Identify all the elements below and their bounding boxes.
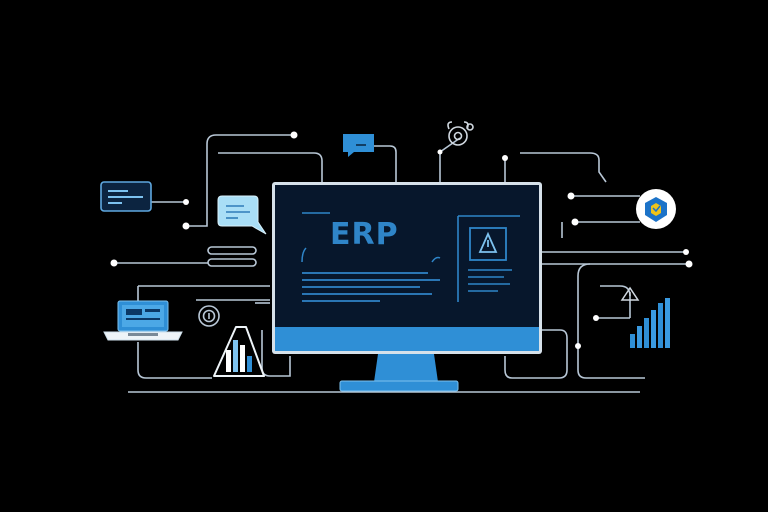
screen-text-lines xyxy=(302,272,440,302)
connector-dot xyxy=(182,222,190,230)
warning-triangle-icon xyxy=(478,231,498,253)
connector-dot xyxy=(567,192,575,200)
connector-dot xyxy=(502,155,508,161)
coin-icon xyxy=(198,305,220,327)
erp-heading: ERP xyxy=(330,217,399,252)
gear-icon xyxy=(447,121,474,146)
shield-icon xyxy=(636,189,676,229)
connector-dot xyxy=(683,249,689,255)
connector-dot xyxy=(571,218,579,226)
connector-dot xyxy=(593,315,599,321)
connector-dot xyxy=(437,149,443,155)
connector-dots xyxy=(110,131,693,349)
flask-chart-icon xyxy=(213,326,265,377)
monitor xyxy=(272,182,542,392)
connector-dot xyxy=(575,343,581,349)
connector-dot xyxy=(110,259,118,267)
warning-triangle-icon xyxy=(620,286,640,301)
warning-panel xyxy=(457,215,520,302)
list-pills xyxy=(207,246,257,267)
message-bubble-icon xyxy=(343,134,374,157)
connector-dot xyxy=(685,260,693,268)
document-card xyxy=(100,181,152,212)
laptop-icon xyxy=(103,300,183,341)
connector-dot xyxy=(183,199,189,205)
connector-dot xyxy=(290,131,298,139)
bar-chart-icon xyxy=(630,298,670,348)
chat-bubble-icon xyxy=(217,195,267,235)
